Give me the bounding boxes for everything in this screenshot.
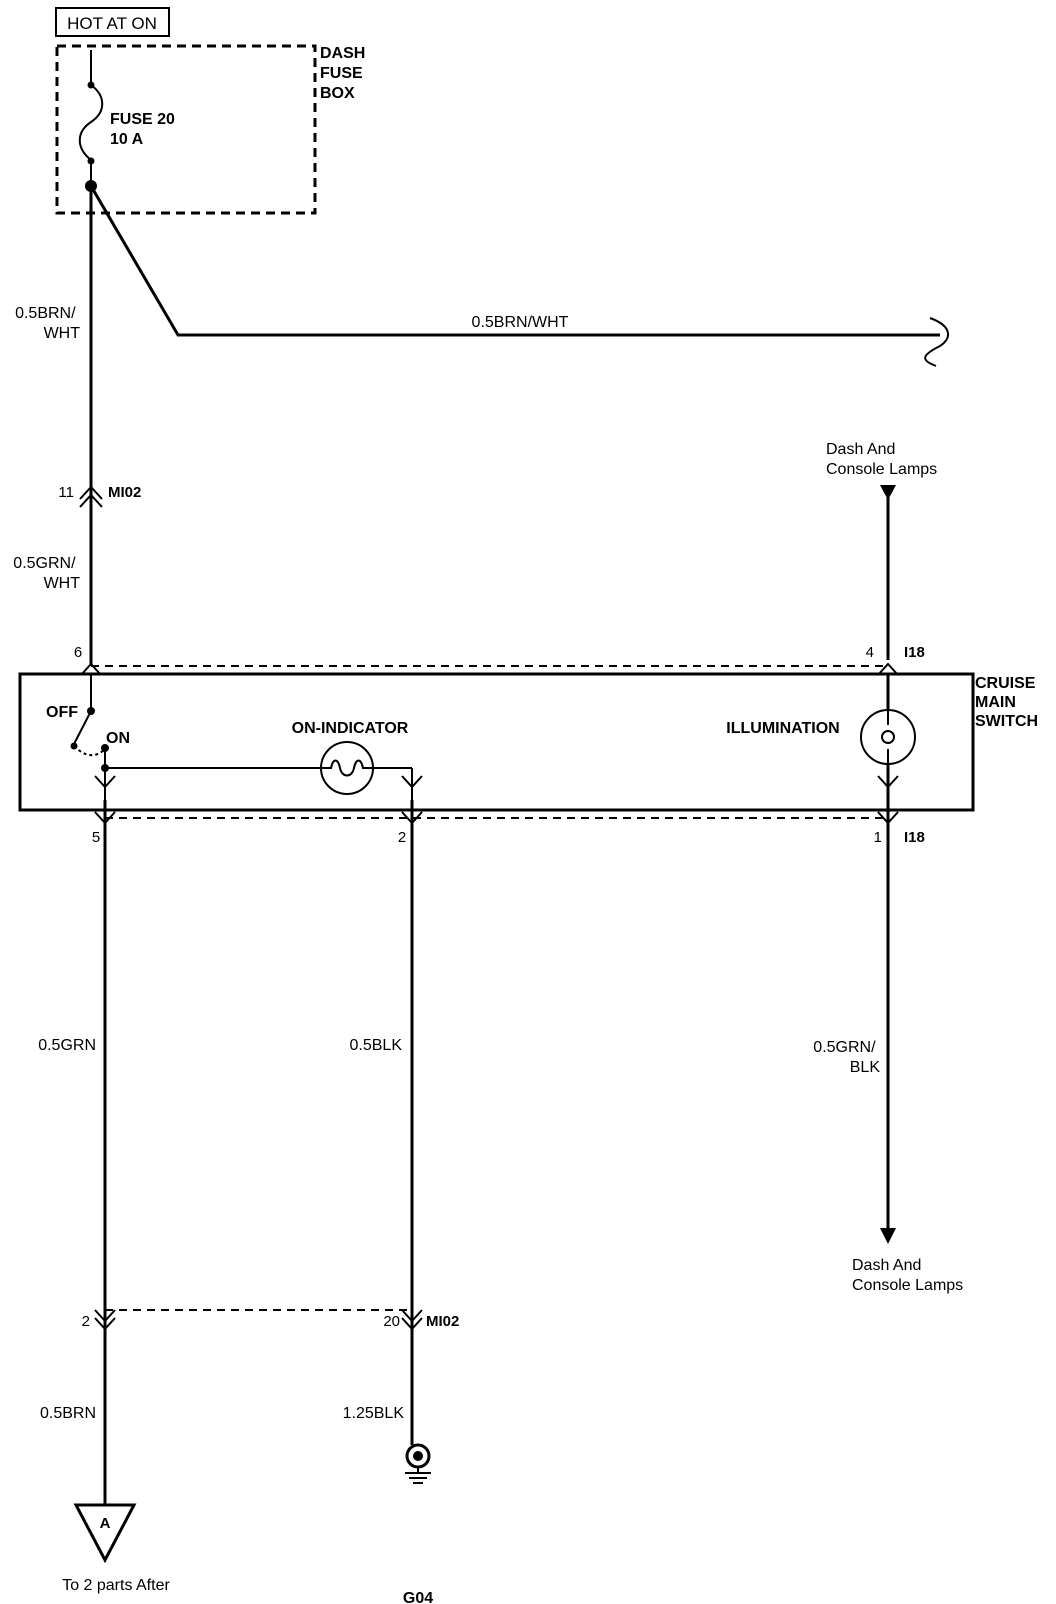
wire-label-bottom-left: 0.5BRN [40,1405,96,1422]
on-indicator-label: ON-INDICATOR [292,720,409,737]
wire-label-line: 0.5BRN/ [15,305,76,322]
wire-label-line: WHT [44,325,81,342]
fuse-box-label-line: BOX [320,85,355,102]
destination-label-line: Console Lamps [826,461,937,478]
svg-text:0.5BRN/ WHT: 0.5BRN/ WHT [15,305,80,342]
fuse-box-label-line: DASH [320,45,365,62]
connector-pin: 11 [58,484,74,501]
dash-fuse-box: DASH FUSE BOX FUSE 20 10 A [55,44,370,215]
connector-name: I18 [904,644,925,661]
offpage-letter: A [100,1515,111,1532]
destination-label-line: Dash And [852,1257,921,1274]
connector-pin: 6 [74,644,82,661]
switch-label-line: CRUISE [975,675,1036,692]
connector-pin: 2 [398,829,406,846]
svg-text:Dash And Console Lamps: Dash And Console Lamps [826,441,937,478]
ground-icon [405,1443,431,1484]
switch-on-label: ON [106,730,130,747]
wire-label-line: WHT [44,575,81,592]
power-label: HOT AT ON [67,14,157,33]
switch-label-line: SWITCH [975,713,1038,730]
power-source: HOT AT ON [55,7,170,37]
lamp-icon [860,675,916,800]
fuse-box-label-line: FUSE [320,65,363,82]
svg-text:DASH FUSE BOX: DASH FUSE BOX [320,45,370,102]
connector-pin: 1 [874,829,882,846]
wire-label-lower-mid: 0.5BLK [350,1037,403,1054]
switch-label-line: MAIN [975,694,1016,711]
wire-label-lower-left: 0.5GRN [38,1037,96,1054]
svg-text:Dash And Console Lamps: Dash And Console Lamps [852,1257,963,1294]
cruise-main-switch: CRUISE MAIN SWITCH [18,662,1040,825]
destination-label-line: Console Lamps [852,1277,963,1294]
wire-label-line: 0.5GRN/ [13,555,76,572]
arrow-down-icon [880,1228,896,1244]
wire-label-line: BLK [850,1059,881,1076]
wire-label-bottom-mid: 1.25BLK [343,1405,405,1422]
connector-pin: 5 [92,829,100,846]
fuse-name: FUSE 20 [110,111,175,128]
wire-label-horizontal: 0.5BRN/WHT [472,314,569,331]
connector-icon [94,1309,423,1331]
connector-icon [79,485,103,508]
connector-name: MI02 [426,1313,459,1330]
wire-label-line: 0.5GRN/ [813,1039,876,1056]
offpage-caption: To 2 parts After [62,1577,170,1594]
connector-pin: 20 [383,1313,400,1330]
connector-icon [80,662,899,825]
ground-label: G04 [403,1590,433,1604]
connector-name: MI02 [108,484,141,501]
svg-text:0.5GRN/ BLK: 0.5GRN/ BLK [813,1039,880,1076]
svg-text:0.5GRN/ WHT: 0.5GRN/ WHT [13,555,80,592]
fuse-rating: 10 A [110,131,144,148]
connector-pin: 2 [82,1313,90,1330]
offpage-connector-icon: A [73,1503,137,1564]
lamp-icon [320,741,374,795]
wire-paths [89,185,940,1505]
svg-text:CRUISE MAIN SWITCH: CRUISE MAIN SWITCH [975,675,1040,730]
wire-continuation-icon [924,317,949,367]
arrow-down-icon [880,485,896,500]
fuse-icon [78,50,104,192]
destination-label-line: Dash And [826,441,895,458]
connector-name: I18 [904,829,925,846]
switch-off-label: OFF [46,704,78,721]
connector-pin: 4 [866,644,874,661]
illumination-label: ILLUMINATION [726,720,839,737]
